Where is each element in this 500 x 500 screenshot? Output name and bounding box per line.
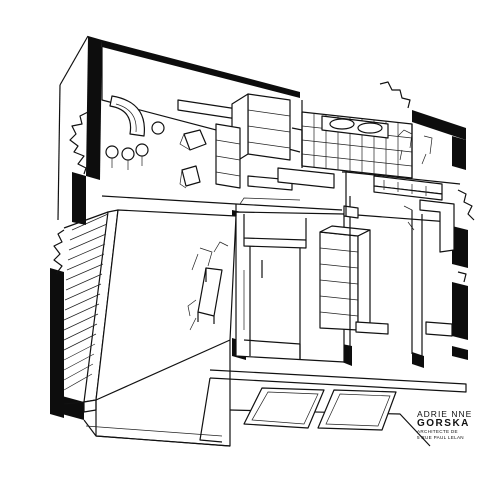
signature-first-name: ADRIE NNE [417,409,473,419]
shelving-block [177,93,335,191]
architect-signature: ADRIE NNE GORSKA ARCHITECTE DE 5 RUE PAU… [417,410,487,441]
wardrobe-unit [319,225,389,335]
bathroom [301,100,433,179]
entrance-doors [243,387,397,431]
signature-title: ARCHITECTE DE [417,429,458,435]
partitions [101,171,347,216]
signature-address: 5 RUE PAUL LELAN [417,435,464,441]
right-room [343,196,455,362]
living-area [105,95,207,189]
dining-table [187,241,229,331]
kitchen-counter [345,171,461,201]
stonework [53,81,475,283]
signature-last-name: GORSKA [417,417,470,429]
central-room [235,211,345,363]
